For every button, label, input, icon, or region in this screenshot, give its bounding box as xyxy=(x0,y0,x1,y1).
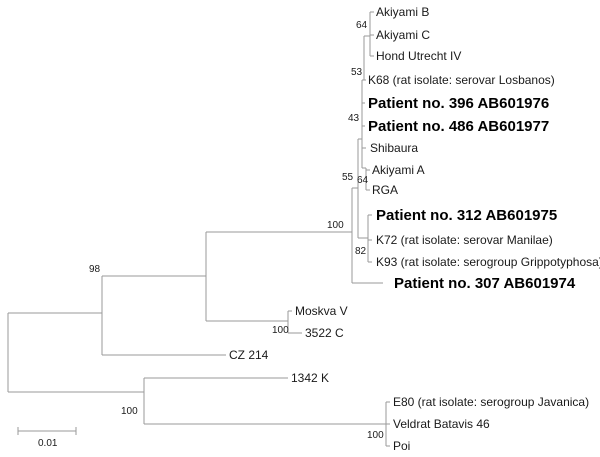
leaf-akiyami-b: Akiyami B xyxy=(376,5,429,19)
bootstrap-100-moskva: 100 xyxy=(272,325,289,336)
leaf-patient-307: Patient no. 307 AB601974 xyxy=(394,275,576,292)
leaf-akiyami-a: Akiyami A xyxy=(372,163,425,177)
leaf-patient-486: Patient no. 486 AB601977 xyxy=(368,118,549,135)
leaf-rga: RGA xyxy=(372,183,398,197)
bootstrap-64-top: 64 xyxy=(356,20,368,31)
leaf-e80: E80 (rat isolate: serogroup Javanica) xyxy=(393,395,589,409)
scale-bar-label: 0.01 xyxy=(38,438,58,449)
leaf-patient-396: Patient no. 396 AB601976 xyxy=(368,95,549,112)
leaf-labels: Akiyami B Akiyami C Hond Utrecht IV K68 … xyxy=(229,5,600,453)
leaf-k93: K93 (rat isolate: serogroup Grippotyphos… xyxy=(376,255,600,269)
leaf-akiyami-c: Akiyami C xyxy=(376,28,430,42)
leaf-k68: K68 (rat isolate: serovar Losbanos) xyxy=(368,73,555,87)
leaf-k72: K72 (rat isolate: serovar Manilae) xyxy=(376,233,553,247)
bootstrap-53: 53 xyxy=(351,67,363,78)
tree-branches xyxy=(7,11,390,447)
leaf-poi: Poi xyxy=(393,439,410,453)
bootstrap-82: 82 xyxy=(355,246,367,257)
bootstrap-100-1342: 100 xyxy=(121,406,138,417)
bootstrap-55: 55 xyxy=(342,172,354,183)
bootstrap-64-mid: 64 xyxy=(357,175,369,186)
bootstrap-100-veldrat: 100 xyxy=(367,430,384,441)
leaf-patient-312: Patient no. 312 AB601975 xyxy=(376,207,557,224)
leaf-hond-utrecht-iv: Hond Utrecht IV xyxy=(376,49,461,63)
bootstrap-values: 64 53 43 55 64 100 82 98 100 100 100 xyxy=(89,20,384,441)
leaf-3522c: 3522 C xyxy=(305,326,344,340)
bootstrap-43: 43 xyxy=(348,113,360,124)
leaf-shibaura: Shibaura xyxy=(370,141,418,155)
bootstrap-100-main: 100 xyxy=(327,220,344,231)
bootstrap-98: 98 xyxy=(89,264,101,275)
leaf-veldrat-batavis: Veldrat Batavis 46 xyxy=(393,417,490,431)
leaf-cz214: CZ 214 xyxy=(229,348,269,362)
scale-bar: 0.01 xyxy=(17,427,77,449)
leaf-moskva-v: Moskva V xyxy=(295,304,348,318)
leaf-1342k: 1342 K xyxy=(291,371,329,385)
